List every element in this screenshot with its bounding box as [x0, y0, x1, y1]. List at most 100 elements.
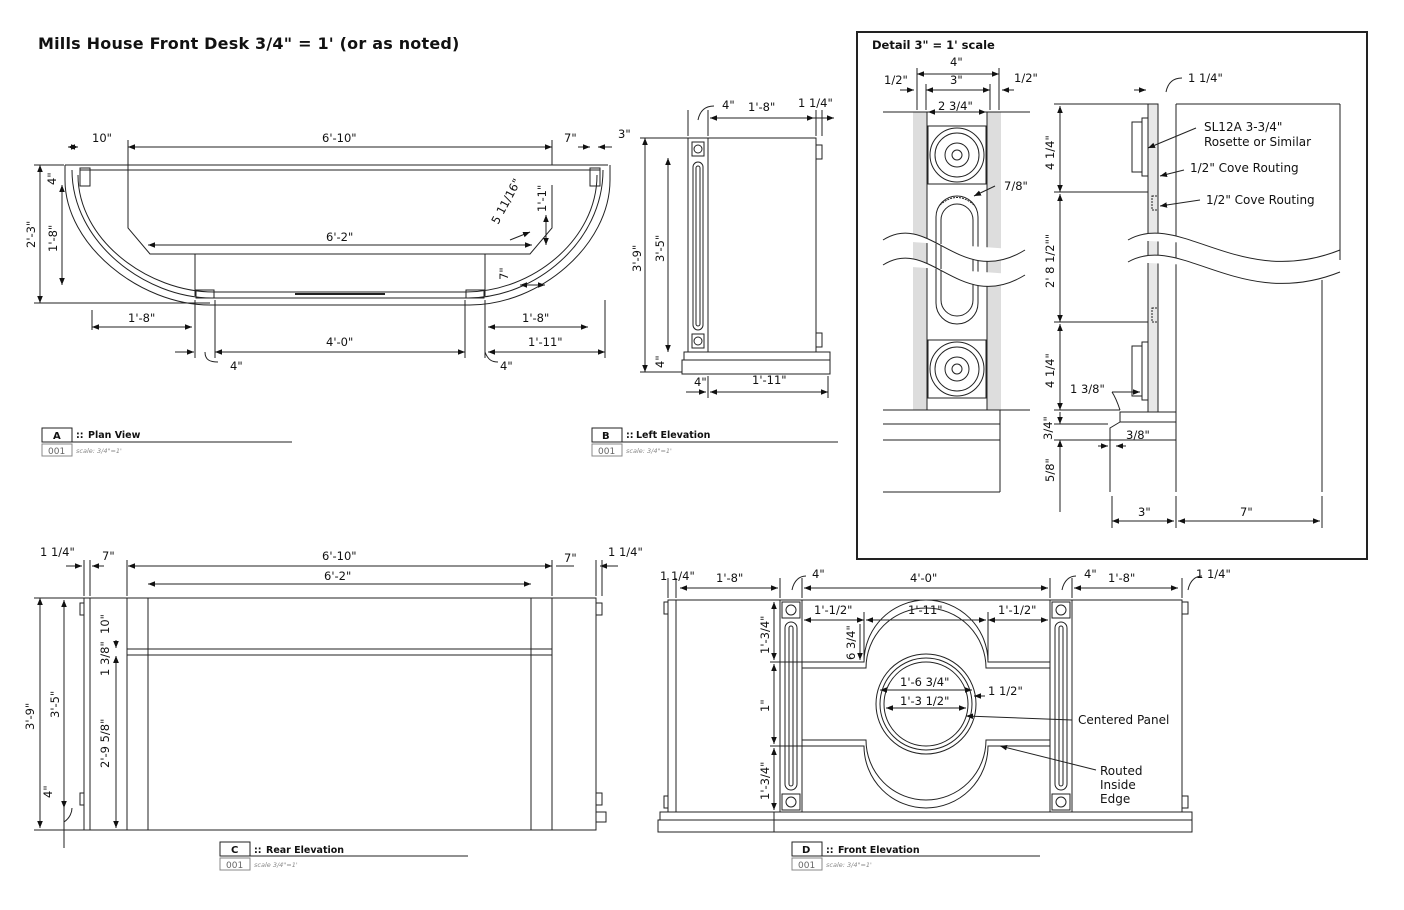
svg-text:1'-8": 1'-8" [748, 100, 775, 114]
dim-label: 1'-1" [535, 185, 549, 212]
svg-text:3'-9": 3'-9" [23, 703, 37, 730]
rear-elevation-tag: C :: Rear Elevation 001 scale 3/4"=1' [219, 841, 468, 871]
svg-text:scale: 3/4"=1': scale: 3/4"=1' [76, 447, 122, 455]
svg-text:B: B [602, 431, 610, 442]
svg-text:1'-11": 1'-11" [908, 603, 943, 617]
svg-text:1/2" Cove Routing: 1/2" Cove Routing [1190, 161, 1299, 175]
dim-label: 1'-8" [522, 311, 549, 325]
dim-label: 7" [497, 267, 511, 280]
svg-text:1 1/4": 1 1/4" [1188, 71, 1223, 85]
svg-text:4'-0": 4'-0" [910, 571, 937, 585]
svg-text:scale: 3/4"=1': scale: 3/4"=1' [626, 447, 672, 455]
svg-text:6 3/4": 6 3/4" [844, 625, 858, 660]
svg-text:7": 7" [564, 551, 577, 565]
svg-text:1 1/4": 1 1/4" [608, 545, 643, 559]
svg-text:1'-6 3/4": 1'-6 3/4" [900, 675, 949, 689]
detail-box [856, 31, 1368, 560]
svg-text:1 1/4": 1 1/4" [798, 96, 833, 110]
plan-view-tag: A :: Plan View 001 scale: 3/4"=1' [41, 427, 292, 457]
svg-text:Detail 3" = 1' scale: Detail 3" = 1' scale [872, 38, 995, 52]
svg-text:::: :: [254, 845, 262, 856]
svg-text:Inside: Inside [1100, 778, 1136, 792]
svg-text:1'-1/2": 1'-1/2" [998, 603, 1036, 617]
svg-text:3": 3" [1138, 505, 1151, 519]
svg-text:6'-10": 6'-10" [322, 549, 357, 563]
svg-text:3/8": 3/8" [1126, 428, 1150, 442]
svg-text:2 3/4": 2 3/4" [938, 99, 973, 113]
svg-text:1 1/4": 1 1/4" [660, 569, 695, 583]
svg-text:SL12A 3-3/4": SL12A 3-3/4" [1204, 120, 1282, 134]
svg-text:scale: 3/4"=1': scale: 3/4"=1' [826, 861, 872, 869]
left-elevation [640, 105, 834, 398]
dim-label: 3" [618, 127, 631, 141]
left-elevation-tag: B :: Left Elevation 001 scale: 3/4"=1' [591, 427, 838, 457]
svg-text:3'-5": 3'-5" [653, 235, 667, 262]
svg-text:7": 7" [102, 549, 115, 563]
svg-text:3/4": 3/4" [1041, 416, 1055, 440]
svg-text:1'-8": 1'-8" [716, 571, 743, 585]
svg-text:4 1/4": 4 1/4" [1043, 353, 1057, 388]
plan-view-labels: 10" 6'-10" 7" 3" 6'-2" 2'-3" 1'-8" 4" 5 … [24, 127, 631, 373]
dim-label: 1'-8" [128, 311, 155, 325]
dim-label: 7" [564, 131, 577, 145]
dim-label: 5 11/16" [488, 176, 524, 226]
svg-text:4": 4" [41, 785, 55, 798]
dim-label: 1'-11" [528, 335, 563, 349]
dim-label: 4" [500, 359, 513, 373]
svg-text:Plan View: Plan View [88, 430, 141, 441]
dim-label: 4'-0" [326, 335, 353, 349]
svg-text:1 1/4": 1 1/4" [1196, 567, 1231, 581]
front-elevation-labels: 1 1/4" 1'-8" 4" 4'-0" 4" 1'-8" 1 1/4" 1'… [660, 567, 1231, 806]
rear-elevation [34, 560, 618, 848]
svg-text:001: 001 [798, 861, 815, 871]
rear-elevation-labels: 1 1/4" 7" 6'-10" 6'-2" 7" 1 1/4" 3'-9" 3… [23, 545, 643, 798]
svg-text:3": 3" [950, 73, 963, 87]
svg-text:::: :: [76, 430, 84, 441]
dim-label: 6'-10" [322, 131, 357, 145]
svg-text:::: :: [826, 845, 834, 856]
plan-view [34, 140, 612, 363]
svg-text:Rear Elevation: Rear Elevation [266, 845, 344, 856]
svg-text:4": 4" [722, 98, 735, 112]
svg-text:1/2" Cove Routing: 1/2" Cove Routing [1206, 193, 1315, 207]
svg-text:001: 001 [48, 447, 65, 457]
svg-text:1 3/8": 1 3/8" [98, 641, 112, 676]
svg-text:1'-3/4": 1'-3/4" [758, 616, 772, 654]
svg-text:7": 7" [1240, 505, 1253, 519]
dim-label: 6'-2" [326, 230, 353, 244]
svg-text:10": 10" [98, 614, 112, 634]
svg-text:::: :: [626, 430, 634, 441]
detail-labels: Detail 3" = 1' scale 4" 1/2" 3" 1/2" 2 3… [872, 38, 1315, 519]
svg-text:4": 4" [694, 375, 707, 389]
svg-text:scale 3/4"=1': scale 3/4"=1' [254, 861, 298, 869]
svg-text:1'-3 1/2": 1'-3 1/2" [900, 694, 949, 708]
svg-text:1 1/4": 1 1/4" [40, 545, 75, 559]
svg-text:3'-5": 3'-5" [48, 691, 62, 718]
dim-label: 2'-3" [24, 221, 38, 248]
svg-text:001: 001 [226, 861, 243, 871]
svg-text:Edge: Edge [1100, 792, 1130, 806]
svg-text:1'-1/2": 1'-1/2" [814, 603, 852, 617]
svg-text:1/2": 1/2" [884, 73, 908, 87]
svg-text:C: C [231, 845, 238, 856]
svg-text:1'-11": 1'-11" [752, 373, 787, 387]
front-elevation-tag: D :: Front Elevation 001 scale: 3/4"=1' [791, 841, 1040, 871]
svg-text:3'-9": 3'-9" [630, 245, 644, 272]
svg-text:Centered Panel: Centered Panel [1078, 713, 1169, 727]
svg-text:1/2": 1/2" [1014, 71, 1038, 85]
dim-label: 4" [230, 359, 243, 373]
dim-label: 10" [92, 131, 112, 145]
svg-text:1'-8": 1'-8" [1108, 571, 1135, 585]
svg-text:001: 001 [598, 447, 615, 457]
svg-text:6'-2": 6'-2" [324, 569, 351, 583]
svg-text:1": 1" [758, 699, 772, 712]
svg-text:1 3/8": 1 3/8" [1070, 382, 1105, 396]
dim-label: 4" [45, 172, 59, 185]
svg-text:7/8": 7/8" [1004, 179, 1028, 193]
svg-text:5/8": 5/8" [1043, 458, 1057, 482]
svg-text:Rosette or Similar: Rosette or Similar [1204, 135, 1311, 149]
svg-text:4": 4" [950, 55, 963, 69]
svg-text:Front Elevation: Front Elevation [838, 845, 920, 856]
